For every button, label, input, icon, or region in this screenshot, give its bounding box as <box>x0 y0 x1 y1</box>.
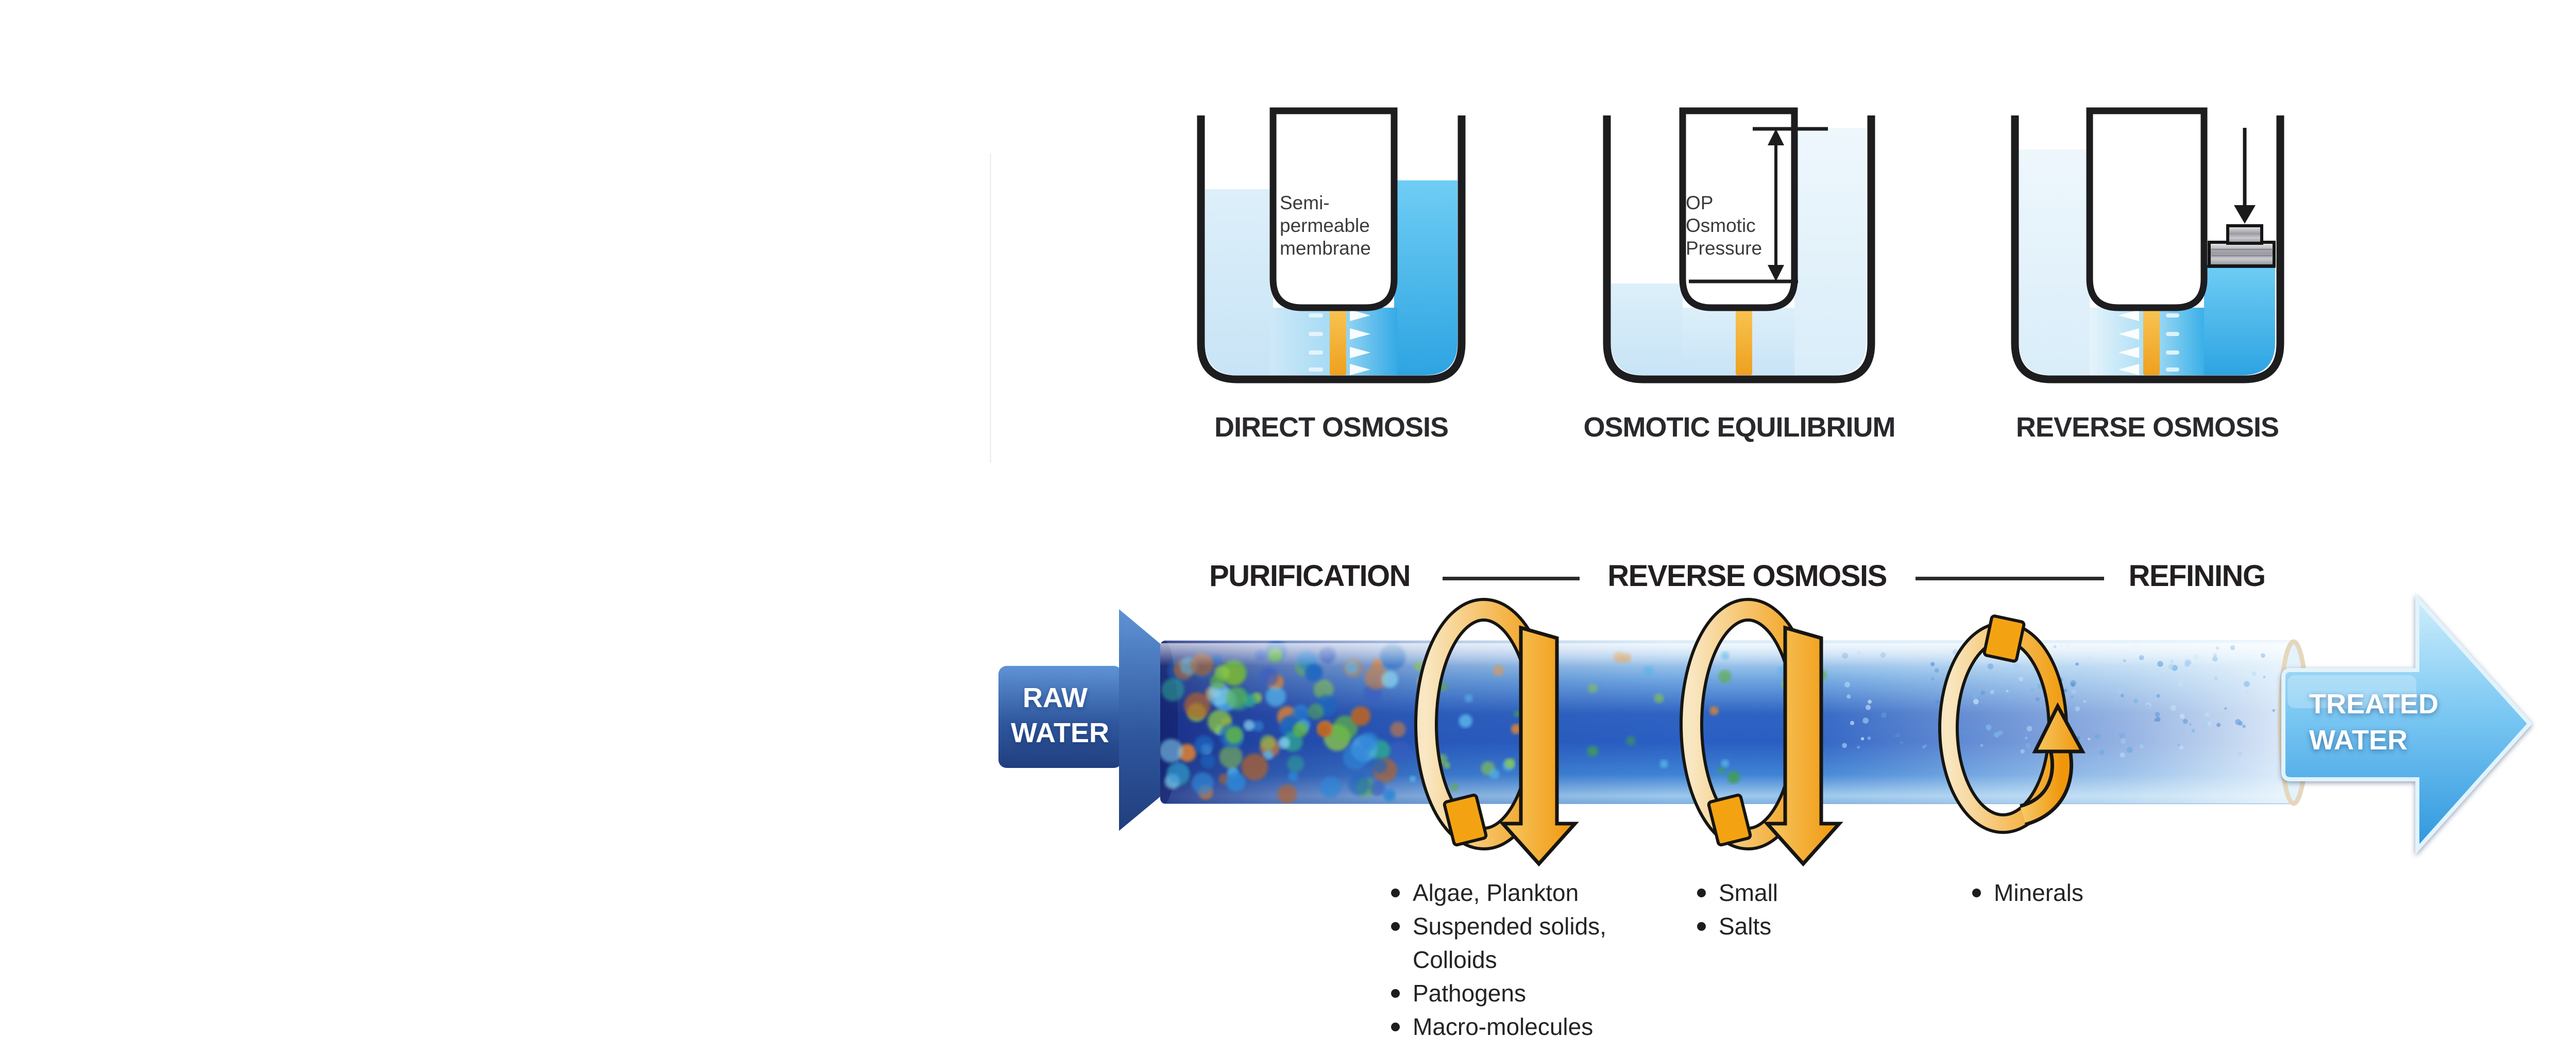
membrane-label-line3: membrane <box>1280 238 1371 259</box>
list-item: Colloids <box>1413 946 1497 973</box>
refining-spiral <box>1938 614 2086 834</box>
panel-direct-osmosis <box>1197 107 1466 383</box>
raw-water-text-line1: RAW <box>1023 682 1088 713</box>
refining-added-list: Minerals <box>1971 876 2083 910</box>
caption-reverse-osmosis: REVERSE OSMOSIS <box>2015 412 2279 443</box>
image-edge-artifact <box>990 154 991 463</box>
list-item: Minerals <box>1971 876 2083 910</box>
membrane-strip <box>1736 309 1752 375</box>
purification-removed-list: Algae, Plankton Suspended solids, Colloi… <box>1390 876 1606 1044</box>
dilute-water-left <box>1205 189 1273 375</box>
caption-direct-osmosis: DIRECT OSMOSIS <box>1214 412 1449 443</box>
list-item: Salts <box>1696 910 1778 943</box>
raw-water-text-line2: WATER <box>1011 717 1109 748</box>
water-left-low <box>1611 283 1683 375</box>
pressurized-water-right <box>2204 265 2275 375</box>
stage-label-purification: PURIFICATION <box>1209 559 1411 593</box>
purification-down-arrow <box>1499 625 1579 867</box>
caption-osmotic-equilibrium: OSMOTIC EQUILIBRIUM <box>1583 412 1896 443</box>
permeate-water-left <box>2019 149 2090 375</box>
panel-osmotic-equilibrium <box>1603 107 1875 383</box>
stage-label-reverse-osmosis: REVERSE OSMOSIS <box>1607 559 1887 593</box>
treated-water-arrow <box>2281 593 2533 855</box>
list-item: Pathogens <box>1390 977 1606 1010</box>
piston <box>2208 224 2276 267</box>
osmosis-flow-dashes-left <box>1309 313 1323 372</box>
list-item: Algae, Plankton <box>1390 876 1606 910</box>
water-right-high <box>1794 128 1866 375</box>
osmotic-pressure-label: OP Osmotic Pressure <box>1686 192 1762 260</box>
treated-water-text-line1: TREATED <box>2309 689 2438 720</box>
list-item: Suspended solids, <box>1390 910 1606 943</box>
outer-vessel <box>2011 115 2284 383</box>
op-label-line3: Pressure <box>1686 238 1762 259</box>
outer-vessel <box>1197 115 1466 383</box>
inner-tube <box>1679 107 1798 311</box>
osmotic-pressure-arrow <box>1689 127 1828 283</box>
membrane-label: Semi- permeable membrane <box>1280 192 1371 260</box>
minerals-up-arrow <box>2032 702 2086 754</box>
reverse-flow-dashes-right <box>2166 313 2179 372</box>
membrane-label-line1: Semi- <box>1280 192 1330 213</box>
membrane-label-line2: permeable <box>1280 215 1370 236</box>
op-label-line2: Osmotic <box>1686 215 1756 236</box>
treatment-pipe <box>1160 639 2310 806</box>
panel-reverse-osmosis <box>2011 107 2284 383</box>
stage-label-refining: REFINING <box>2128 559 2266 593</box>
outer-vessel <box>1603 115 1875 383</box>
stage-connector-line-2 <box>1916 577 2104 580</box>
reverse-osmosis-down-arrow <box>1763 625 1843 867</box>
u-tube-panels <box>1197 107 2284 383</box>
reverse-osmosis-removed-list: Small Salts <box>1696 876 1778 943</box>
membrane-strip <box>2143 309 2160 375</box>
membrane-strip <box>1330 309 1346 375</box>
stage-connector-line-1 <box>1443 577 1580 580</box>
treated-water-text-line2: WATER <box>2309 725 2408 756</box>
op-label-line1: OP <box>1686 192 1714 213</box>
inner-tube <box>2086 107 2208 311</box>
concentrated-water-right <box>1394 180 1458 375</box>
list-item: Macro-molecules <box>1390 1010 1606 1044</box>
osmosis-flow-arrows-right <box>1350 310 1370 375</box>
list-item: Small <box>1696 876 1778 910</box>
purification-spiral <box>1414 598 1579 867</box>
inner-tube <box>1269 107 1398 311</box>
process-pipe-diagram: RAW WATER TREATED WATER <box>998 593 2533 867</box>
reverse-flow-arrows-left <box>2119 310 2139 375</box>
reverse-osmosis-spiral <box>1680 598 1843 867</box>
pressure-down-arrow <box>2234 128 2256 224</box>
